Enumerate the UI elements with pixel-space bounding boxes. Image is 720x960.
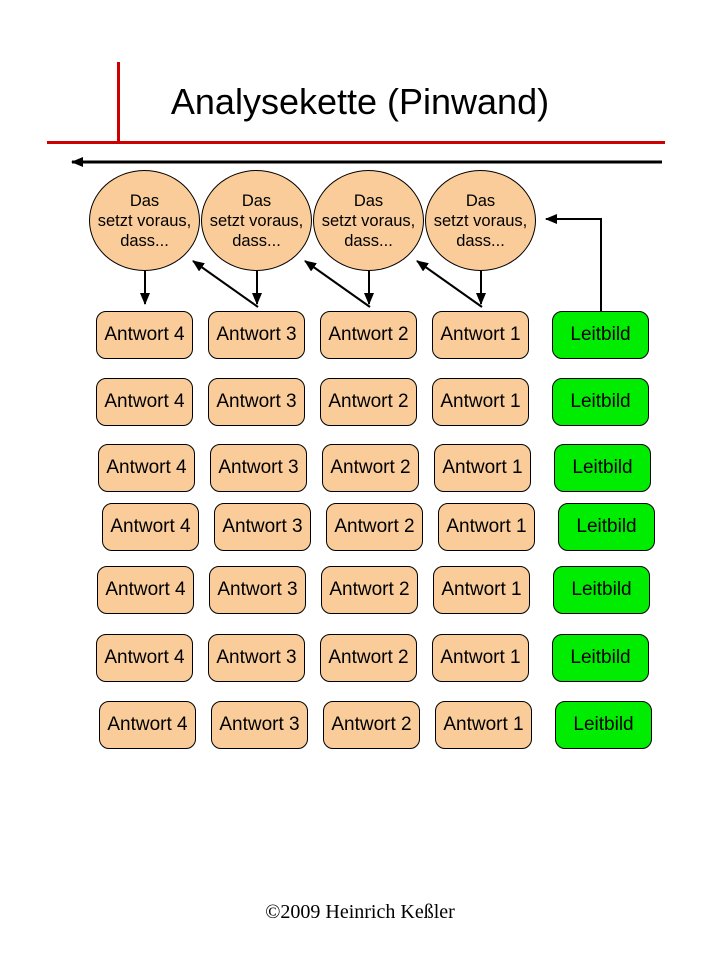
bubble-text-line: Das [353,191,384,210]
card-antwort-3: Antwort 3 [214,503,311,551]
pinboard-row: Antwort 4 Antwort 3 Antwort 2 Antwort 1 … [3,701,720,749]
card-leitbild: Leitbild [552,311,649,359]
card-leitbild: Leitbild [558,503,655,551]
pinboard-row: Antwort 4 Antwort 3 Antwort 2 Antwort 1 … [2,444,720,492]
up-left-arrow-icon [416,260,483,308]
card-leitbild: Leitbild [555,701,652,749]
card-antwort-2: Antwort 2 [320,634,417,682]
card-leitbild: Leitbild [554,444,651,492]
card-antwort-3: Antwort 3 [208,378,305,426]
premise-bubble-2: Das setzt voraus, dass... [201,170,312,271]
leitbild-feedback-connector [545,214,602,311]
bubble-text-line: Das [465,191,496,210]
pinboard-row: Antwort 4 Antwort 3 Antwort 2 Antwort 1 … [1,566,720,614]
up-left-arrow-icon [304,260,371,308]
title-underline [47,141,665,144]
card-antwort-1: Antwort 1 [435,701,532,749]
card-antwort-3: Antwort 3 [209,566,306,614]
card-antwort-1: Antwort 1 [433,566,530,614]
card-antwort-2: Antwort 2 [322,444,419,492]
card-antwort-4: Antwort 4 [99,701,196,749]
card-leitbild: Leitbild [553,566,650,614]
bubble-text-line: dass... [120,231,169,250]
card-antwort-3: Antwort 3 [208,634,305,682]
card-antwort-4: Antwort 4 [96,311,193,359]
bubble-text-line: setzt voraus, [321,211,416,230]
card-antwort-1: Antwort 1 [438,503,535,551]
card-antwort-4: Antwort 4 [96,378,193,426]
bubble-text-line: setzt voraus, [209,211,304,230]
bubble-text-line: setzt voraus, [97,211,192,230]
card-antwort-1: Antwort 1 [432,634,529,682]
premise-bubble-1: Das setzt voraus, dass... [89,170,200,271]
card-leitbild: Leitbild [552,378,649,426]
card-antwort-2: Antwort 2 [323,701,420,749]
bubble-text-line: Das [129,191,160,210]
card-antwort-2: Antwort 2 [326,503,423,551]
card-antwort-3: Antwort 3 [208,311,305,359]
premise-bubble-4: Das setzt voraus, dass... [425,170,536,271]
card-antwort-1: Antwort 1 [434,444,531,492]
card-antwort-1: Antwort 1 [432,378,529,426]
copyright-footer: ©2009 Heinrich Keßler [265,901,455,923]
card-antwort-2: Antwort 2 [321,566,418,614]
bubble-text-line: dass... [344,231,393,250]
up-left-arrow-icon [192,260,259,308]
accent-tick-line [117,62,120,144]
card-antwort-2: Antwort 2 [320,378,417,426]
card-antwort-2: Antwort 2 [320,311,417,359]
pinboard-row: Antwort 4 Antwort 3 Antwort 2 Antwort 1 … [0,634,720,682]
premise-bubble-3: Das setzt voraus, dass... [313,170,424,271]
card-antwort-4: Antwort 4 [98,444,195,492]
card-antwort-3: Antwort 3 [211,701,308,749]
card-antwort-4: Antwort 4 [96,634,193,682]
card-antwort-1: Antwort 1 [432,311,529,359]
card-leitbild: Leitbild [552,634,649,682]
card-antwort-4: Antwort 4 [97,566,194,614]
bubble-text-line: Das [241,191,272,210]
pinboard-row: Antwort 4 Antwort 3 Antwort 2 Antwort 1 … [0,378,720,426]
card-antwort-3: Antwort 3 [210,444,307,492]
pinboard-row: Antwort 4 Antwort 3 Antwort 2 Antwort 1 … [0,311,720,359]
bubble-text-line: dass... [232,231,281,250]
bubble-text-line: setzt voraus, [433,211,528,230]
card-antwort-4: Antwort 4 [102,503,199,551]
page-title: Analysekette (Pinwand) [170,81,550,122]
pinboard-row: Antwort 4 Antwort 3 Antwort 2 Antwort 1 … [6,503,720,551]
bubble-text-line: dass... [456,231,505,250]
